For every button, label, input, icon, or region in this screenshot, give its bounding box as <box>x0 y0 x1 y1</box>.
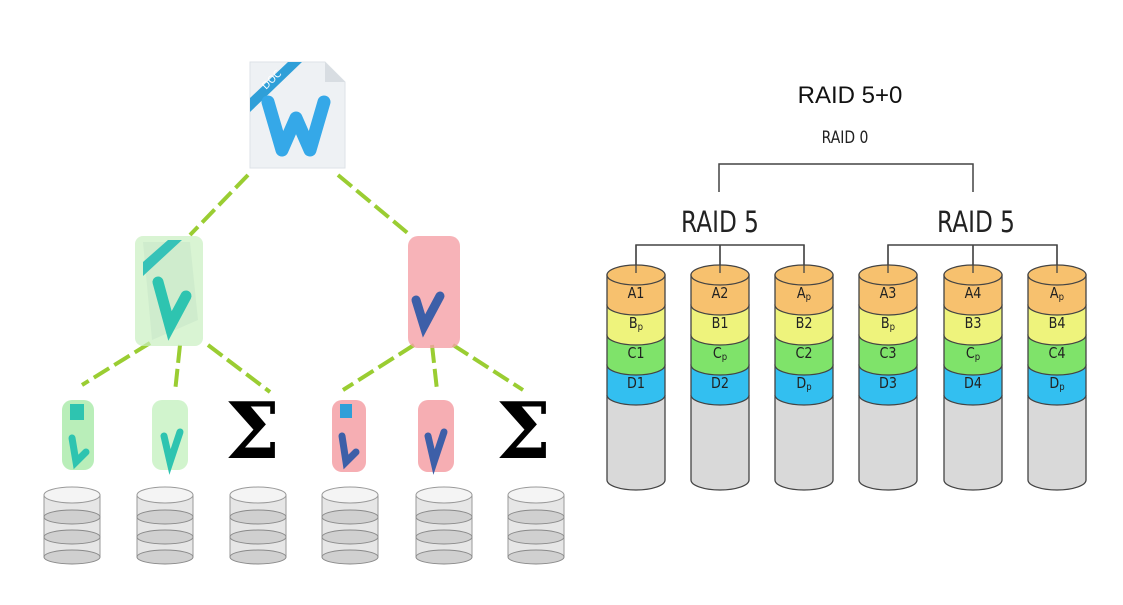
database-icon <box>43 486 101 565</box>
stripe-label: B1 <box>711 314 729 332</box>
database-icon <box>136 486 194 565</box>
stripe-label: D2 <box>711 374 729 392</box>
stripe-segment <box>858 334 918 376</box>
stripe-segment <box>858 274 918 316</box>
stripe-label: Ap <box>1049 284 1065 303</box>
stripe-segment <box>943 274 1003 316</box>
stripe-label: Bp <box>628 314 644 333</box>
stripe-segment <box>943 364 1003 406</box>
stripe-label: C1 <box>627 344 645 362</box>
stripe-label: C3 <box>879 344 897 362</box>
stripe-segment <box>774 274 834 316</box>
raid-disk <box>606 245 666 491</box>
connector-right-3 <box>451 343 525 392</box>
connector-left-1 <box>80 341 152 387</box>
raid-disk <box>774 245 834 491</box>
stripe-segment <box>606 304 666 346</box>
stripe-segment <box>1027 334 1087 376</box>
stripe-label: Cp <box>712 344 728 363</box>
stripe-segment <box>943 334 1003 376</box>
fragment-icon-red-1 <box>332 400 366 472</box>
word-document-icon: DOC <box>249 61 346 169</box>
sum-symbol-left: Σ <box>225 386 281 477</box>
raid0-label: RAID 0 <box>821 128 869 148</box>
raid-disks <box>606 245 1087 491</box>
stripe-segment <box>1027 274 1087 316</box>
stripe-segment <box>774 304 834 346</box>
stripe-segment <box>606 274 666 316</box>
stripe-label: B4 <box>1048 314 1066 332</box>
database-icon <box>229 486 287 565</box>
database-icon <box>321 486 379 565</box>
stripe-label: Cp <box>965 344 981 363</box>
fragment-icon-green-2 <box>152 400 188 475</box>
connector-root-right <box>336 173 412 237</box>
stripe-label: A4 <box>964 284 982 302</box>
raid-disk <box>943 245 1003 491</box>
storage-row <box>43 486 565 565</box>
connector-root-left <box>188 173 250 237</box>
stripe-label: D3 <box>879 374 897 392</box>
stripe-label: Dp <box>796 374 812 393</box>
raid5-label-left: RAID 5 <box>681 205 759 239</box>
stripe-segment <box>774 364 834 406</box>
stripe-segment <box>858 364 918 406</box>
diagram-title: RAID 5+0 <box>797 82 903 109</box>
fragment-icon-red-2 <box>418 400 454 475</box>
stripe-label: A3 <box>879 284 897 302</box>
connector-left-2 <box>173 344 182 393</box>
stripe-label: B3 <box>964 314 982 332</box>
stripe-label: C2 <box>795 344 813 362</box>
document-half-icon-green <box>135 236 203 346</box>
database-icon <box>507 486 565 565</box>
stripe-segment <box>606 364 666 406</box>
stripe-segment <box>858 304 918 346</box>
stripe-label: C4 <box>1048 344 1066 362</box>
sum-symbol-right: Σ <box>496 386 552 477</box>
fragment-icon-green-1 <box>62 400 94 470</box>
stripe-label: Ap <box>796 284 812 303</box>
raid-disk <box>858 245 918 491</box>
stripe-segment <box>690 304 750 346</box>
stripe-segment <box>606 334 666 376</box>
connector-left-3 <box>206 343 272 394</box>
stripe-segment <box>774 334 834 376</box>
stripe-label: B2 <box>795 314 813 332</box>
stripe-segment <box>943 304 1003 346</box>
connector-right-2 <box>430 344 439 391</box>
raid-disk <box>1027 245 1087 491</box>
database-icon <box>415 486 473 565</box>
stripe-segment <box>690 364 750 406</box>
stripe-label: Dp <box>1049 374 1065 393</box>
connector-right-1 <box>341 343 416 392</box>
document-half-icon-red <box>408 236 460 348</box>
raid5-label-right: RAID 5 <box>937 205 1015 239</box>
stripe-label: Bp <box>880 314 896 333</box>
raid-disk <box>690 245 750 491</box>
stripe-label: D4 <box>964 374 982 392</box>
stripe-segment <box>1027 364 1087 406</box>
stripe-segment <box>690 274 750 316</box>
stripe-segment <box>1027 304 1087 346</box>
stripe-segment <box>690 334 750 376</box>
stripe-label: A1 <box>627 284 645 302</box>
stripe-label: D1 <box>627 374 645 392</box>
stripe-label: A2 <box>711 284 729 302</box>
